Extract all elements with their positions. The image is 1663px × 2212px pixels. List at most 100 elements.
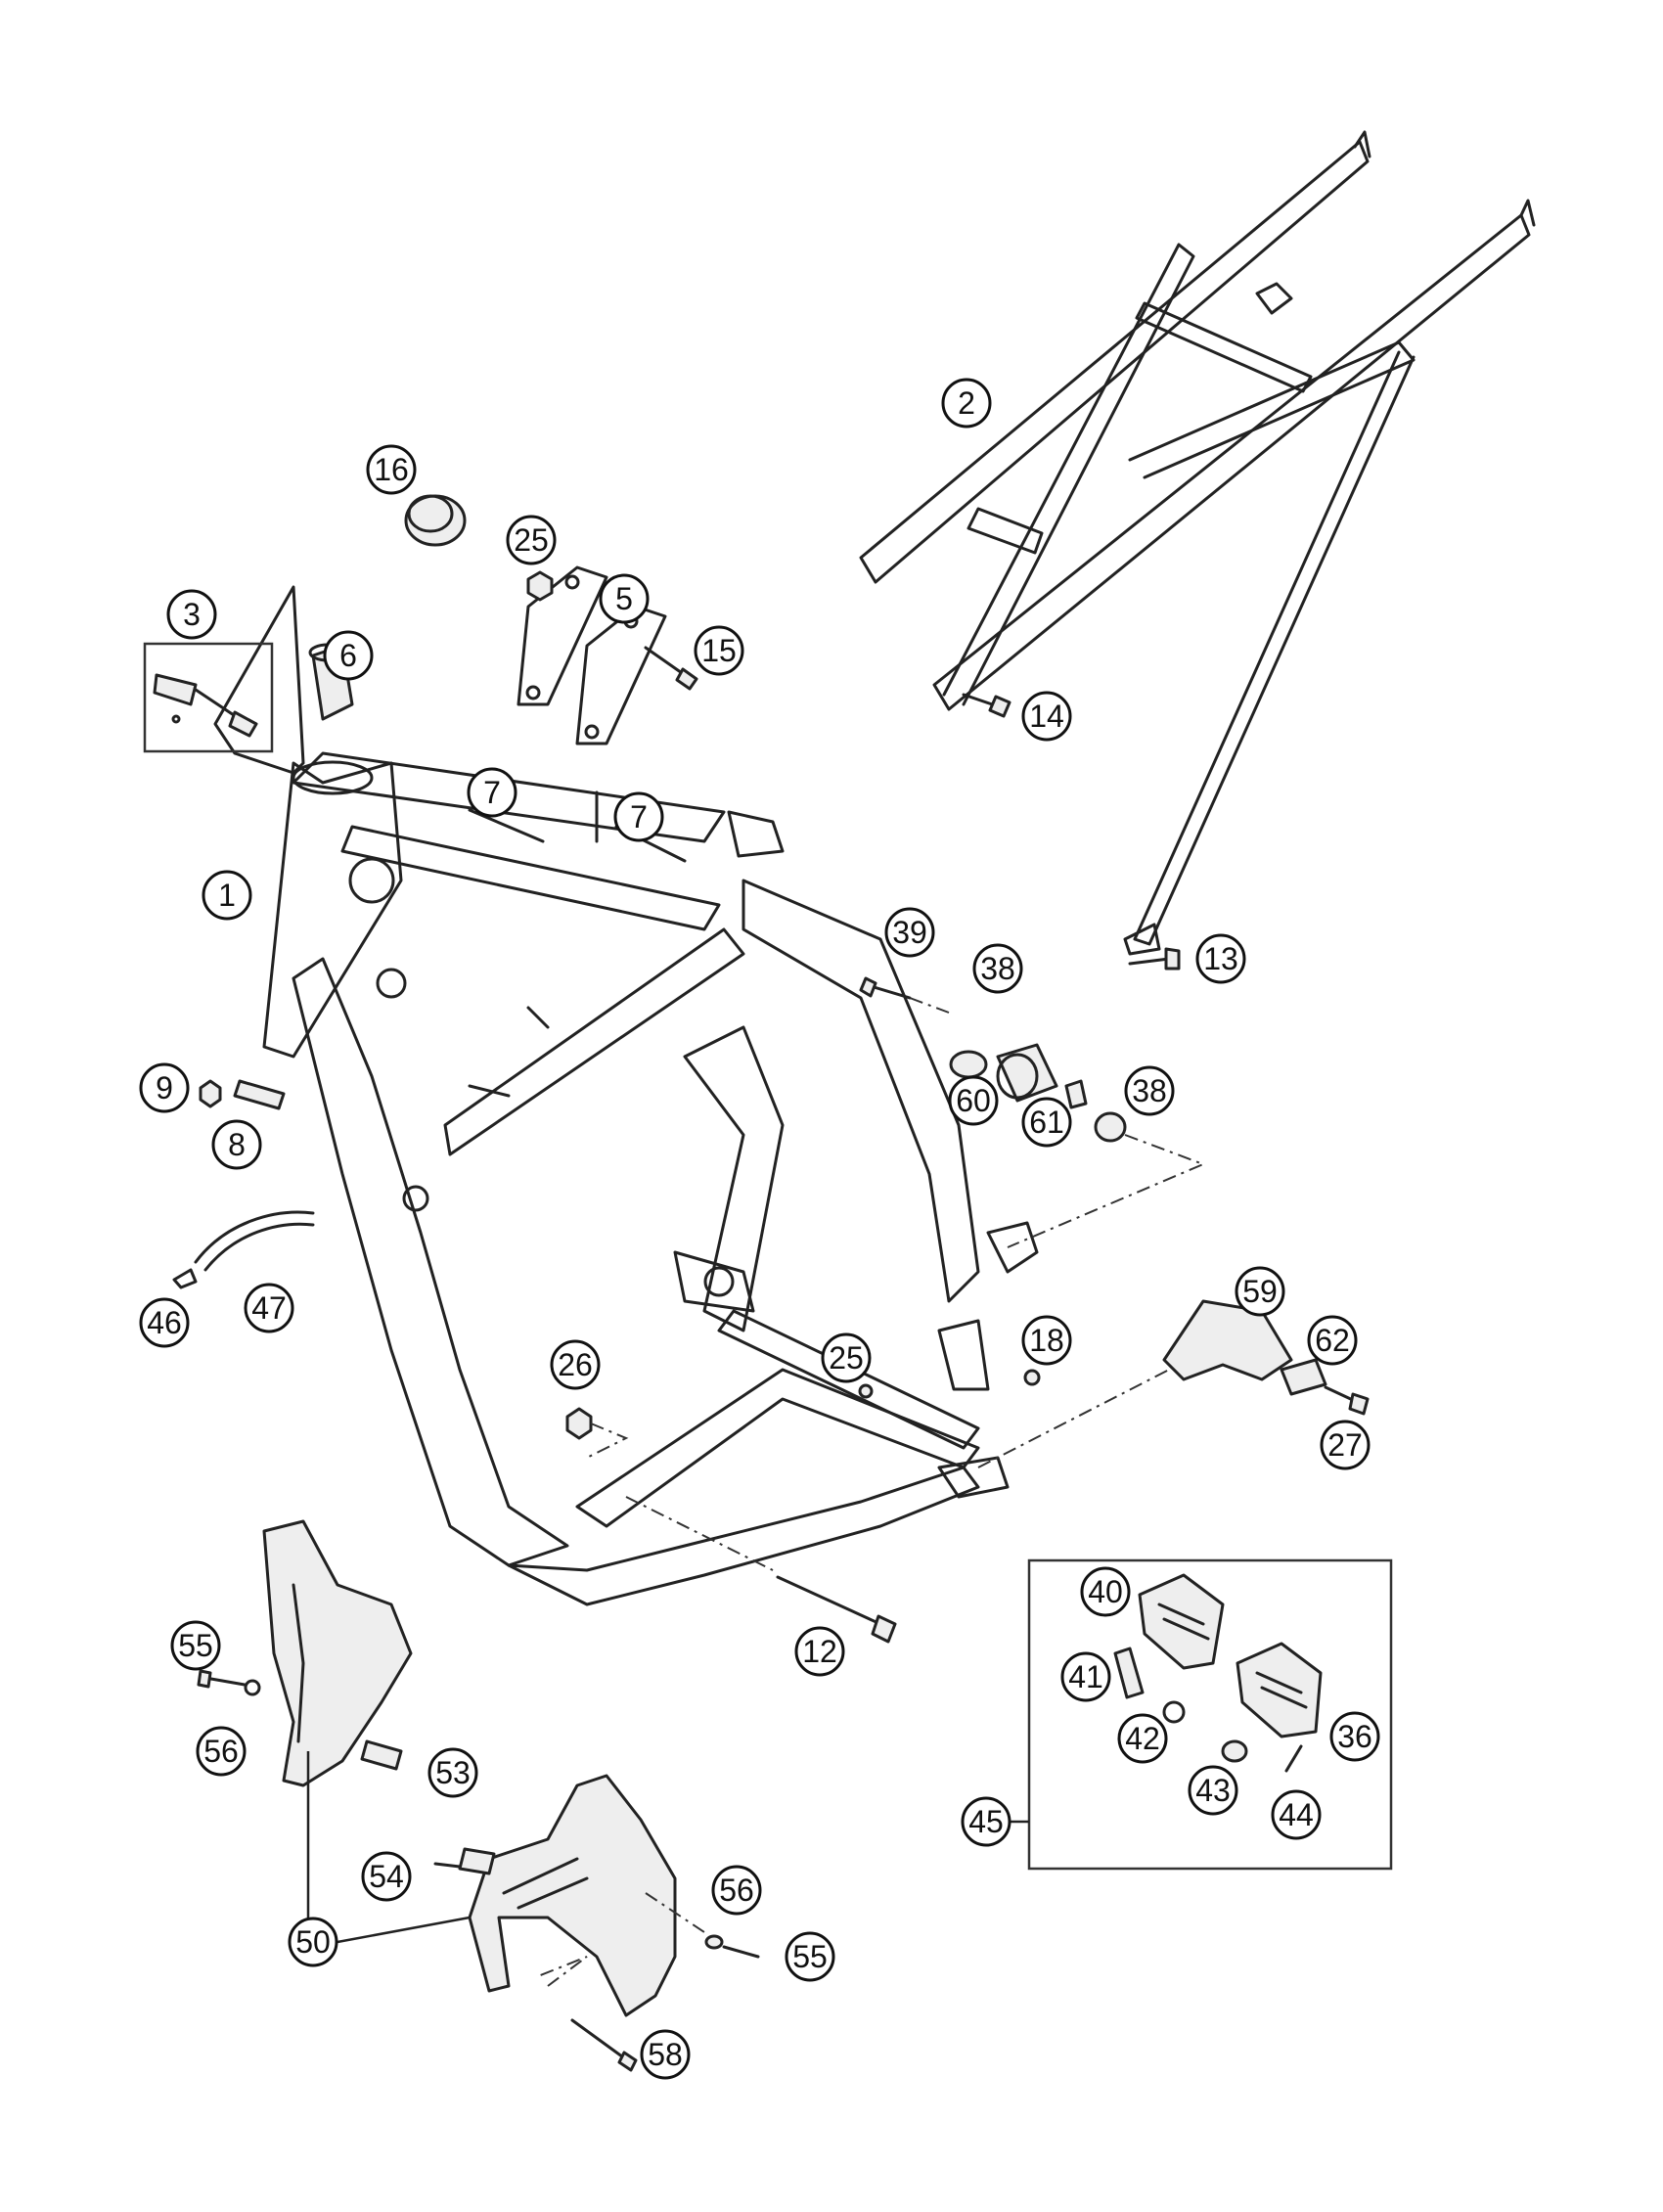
callout-15: 15	[694, 625, 744, 676]
svg-text:15: 15	[701, 633, 737, 668]
screw-left	[197, 1669, 261, 1696]
frame-guard-left	[262, 1519, 413, 1787]
cap	[404, 494, 467, 547]
callout-59: 59	[1235, 1266, 1285, 1317]
callout-14: 14	[1021, 691, 1072, 742]
spacer-53	[360, 1739, 403, 1771]
svg-text:56: 56	[719, 1873, 754, 1908]
svg-text:16: 16	[374, 452, 409, 487]
callout-43: 43	[1188, 1765, 1238, 1816]
svg-text:6: 6	[339, 638, 357, 673]
steering-lock	[153, 673, 258, 738]
svg-text:50: 50	[295, 1924, 331, 1960]
svg-text:55: 55	[178, 1628, 213, 1663]
callout-50: 50	[288, 1917, 338, 1967]
callout-42: 42	[1117, 1713, 1168, 1764]
callout-6: 6	[323, 630, 374, 681]
svg-text:38: 38	[1132, 1073, 1167, 1108]
bolt-8	[233, 1079, 286, 1110]
svg-text:9: 9	[156, 1070, 173, 1106]
callout-25b: 25	[821, 1332, 872, 1383]
svg-text:1: 1	[218, 878, 236, 913]
callout-18: 18	[1021, 1315, 1072, 1366]
bolt-15	[644, 646, 698, 691]
svg-text:36: 36	[1337, 1719, 1372, 1754]
svg-text:43: 43	[1195, 1773, 1231, 1808]
main-frame	[213, 585, 1039, 1606]
callout-3: 3	[166, 589, 217, 640]
svg-text:60: 60	[956, 1083, 991, 1118]
callout-36: 36	[1329, 1711, 1380, 1762]
svg-text:56: 56	[203, 1734, 239, 1769]
svg-text:7: 7	[630, 799, 648, 835]
callout-39: 39	[884, 907, 935, 958]
callout-16: 16	[366, 444, 417, 495]
svg-text:13: 13	[1203, 941, 1238, 976]
svg-text:25: 25	[514, 522, 549, 558]
callout-46: 46	[139, 1297, 190, 1348]
bolt-13	[1128, 947, 1181, 971]
callout-45: 45	[961, 1796, 1011, 1847]
callout-1: 1	[202, 870, 252, 921]
nut-top	[526, 570, 554, 602]
callout-62: 62	[1307, 1315, 1358, 1366]
callout-2: 2	[941, 378, 992, 429]
callout-7a: 7	[467, 767, 517, 818]
callout-55b: 55	[785, 1931, 835, 1982]
callout-labels: 1 2 3 5 6 7 7 8 9 12 13 14 15 16 18 25 2…	[139, 378, 1380, 2080]
svg-text:53: 53	[435, 1755, 471, 1790]
footpeg-kit-box	[1027, 1558, 1393, 1871]
svg-text:61: 61	[1029, 1105, 1064, 1140]
heel-guard	[977, 1299, 1370, 1468]
bolt-14	[962, 693, 1011, 718]
callout-61: 61	[1021, 1097, 1072, 1148]
callout-9: 9	[139, 1062, 190, 1113]
svg-text:7: 7	[483, 775, 501, 810]
svg-text:41: 41	[1068, 1659, 1103, 1694]
callout-38b: 38	[1124, 1065, 1175, 1116]
svg-text:55: 55	[792, 1939, 828, 1974]
screw-58	[537, 1956, 638, 2072]
svg-text:45: 45	[968, 1804, 1004, 1839]
footpeg-kit	[1113, 1573, 1323, 1773]
spacer-54	[433, 1847, 496, 1875]
nut-9	[199, 1079, 222, 1108]
callout-53: 53	[427, 1747, 478, 1798]
svg-text:25: 25	[829, 1340, 864, 1376]
svg-text:44: 44	[1279, 1797, 1314, 1832]
hose-clip	[172, 1268, 198, 1289]
callout-8: 8	[211, 1119, 262, 1170]
svg-text:14: 14	[1029, 699, 1064, 734]
svg-text:8: 8	[228, 1127, 246, 1162]
callout-40: 40	[1080, 1566, 1131, 1617]
hose	[194, 1210, 315, 1272]
callout-60: 60	[948, 1075, 999, 1126]
callout-44: 44	[1271, 1789, 1322, 1840]
svg-text:40: 40	[1088, 1574, 1123, 1609]
svg-text:47: 47	[251, 1290, 287, 1326]
callout-13: 13	[1195, 933, 1246, 984]
nut-25-mid	[858, 1383, 874, 1399]
svg-text:58: 58	[648, 2037, 683, 2072]
callout-41: 41	[1060, 1651, 1111, 1702]
callout-7b: 7	[613, 791, 664, 842]
linkage-parts	[859, 976, 1206, 1248]
svg-text:38: 38	[980, 951, 1015, 986]
svg-text:2: 2	[958, 385, 975, 421]
callout-54: 54	[361, 1851, 412, 1902]
svg-text:59: 59	[1242, 1274, 1278, 1309]
svg-text:12: 12	[802, 1634, 837, 1669]
svg-text:54: 54	[369, 1859, 404, 1894]
svg-text:42: 42	[1125, 1721, 1160, 1756]
svg-text:46: 46	[147, 1305, 182, 1340]
svg-text:5: 5	[615, 581, 633, 616]
callout-27: 27	[1320, 1420, 1371, 1470]
callout-55a: 55	[170, 1620, 221, 1671]
plug-18	[1023, 1369, 1041, 1386]
callout-12: 12	[794, 1626, 845, 1677]
svg-text:39: 39	[892, 915, 927, 950]
callout-5: 5	[599, 573, 650, 624]
pivot-bolt	[625, 1496, 897, 1644]
rear-subframe	[859, 130, 1536, 956]
